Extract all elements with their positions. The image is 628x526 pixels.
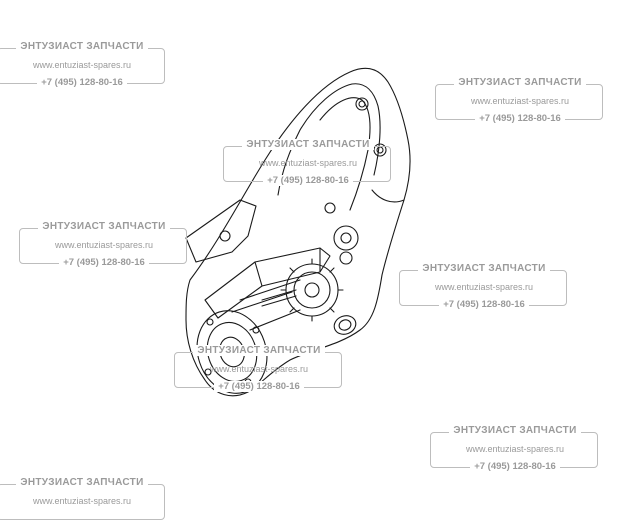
parts-diagram: ЭНТУЗИАСТ ЗАПЧАСТИ www.entuziast-spares.… — [0, 40, 605, 520]
watermark: ЭНТУЗИАСТ ЗАПЧАСТИ www.entuziast-spares.… — [435, 76, 605, 126]
watermark-site: www.entuziast-spares.ru — [54, 240, 154, 250]
watermark-site: www.entuziast-spares.ru — [32, 496, 132, 506]
watermark: ЭНТУЗИАСТ ЗАПЧАСТИ www.entuziast-spares.… — [430, 424, 600, 474]
watermark-site: www.entuziast-spares.ru — [209, 364, 309, 374]
watermark-company: ЭНТУЗИАСТ ЗАПЧАСТИ — [16, 41, 148, 52]
watermark-site: www.entuziast-spares.ru — [32, 60, 132, 70]
pinion — [339, 251, 353, 265]
watermark-company: ЭНТУЗИАСТ ЗАПЧАСТИ — [38, 221, 170, 232]
watermark-phone: +7 (495) 128-80-16 — [214, 381, 304, 392]
watermark: ЭНТУЗИАСТ ЗАПЧАСТИ www.entuziast-spares.… — [0, 476, 167, 526]
inner-box — [204, 247, 331, 319]
watermark-company: ЭНТУЗИАСТ ЗАПЧАСТИ — [418, 263, 550, 274]
watermark-company: ЭНТУЗИАСТ ЗАПЧАСТИ — [242, 139, 374, 150]
watermark-site: www.entuziast-spares.ru — [258, 158, 358, 168]
watermark-company: ЭНТУЗИАСТ ЗАПЧАСТИ — [193, 345, 325, 356]
watermark-phone: +7 (495) 128-80-16 — [475, 113, 565, 124]
watermark: ЭНТУЗИАСТ ЗАПЧАСТИ www.entuziast-spares.… — [19, 220, 189, 270]
lower-boss — [333, 315, 357, 335]
small-gear — [333, 225, 359, 251]
watermark-phone: +7 (495) 128-80-16 — [263, 175, 353, 186]
watermark: ЭНТУЗИАСТ ЗАПЧАСТИ www.entuziast-spares.… — [0, 40, 167, 90]
watermark-company: ЭНТУЗИАСТ ЗАПЧАСТИ — [449, 425, 581, 436]
watermark-company: ЭНТУЗИАСТ ЗАПЧАСТИ — [16, 477, 148, 488]
housing-outline — [185, 67, 411, 397]
watermark: ЭНТУЗИАСТ ЗАПЧАСТИ www.entuziast-spares.… — [174, 344, 344, 394]
upper-arm — [277, 83, 381, 196]
arm-bushing — [355, 97, 369, 111]
watermark-site: www.entuziast-spares.ru — [434, 282, 534, 292]
arm-inner-edge — [319, 97, 371, 211]
watermark-phone: +7 (495) 128-80-16 — [470, 461, 560, 472]
side-plate — [185, 199, 257, 263]
watermark-phone: +7 (495) 128-80-16 — [439, 299, 529, 310]
watermark-site: www.entuziast-spares.ru — [470, 96, 570, 106]
watermark-site: www.entuziast-spares.ru — [465, 444, 565, 454]
watermark-company: ЭНТУЗИАСТ ЗАПЧАСТИ — [454, 77, 586, 88]
watermark: ЭНТУЗИАСТ ЗАПЧАСТИ www.entuziast-spares.… — [399, 262, 569, 312]
watermark-phone: +7 (495) 128-80-16 — [37, 77, 127, 88]
watermark: ЭНТУЗИАСТ ЗАПЧАСТИ www.entuziast-spares.… — [223, 138, 393, 188]
watermark-phone: +7 (495) 128-80-16 — [59, 257, 149, 268]
side-plate-hole — [219, 230, 231, 242]
